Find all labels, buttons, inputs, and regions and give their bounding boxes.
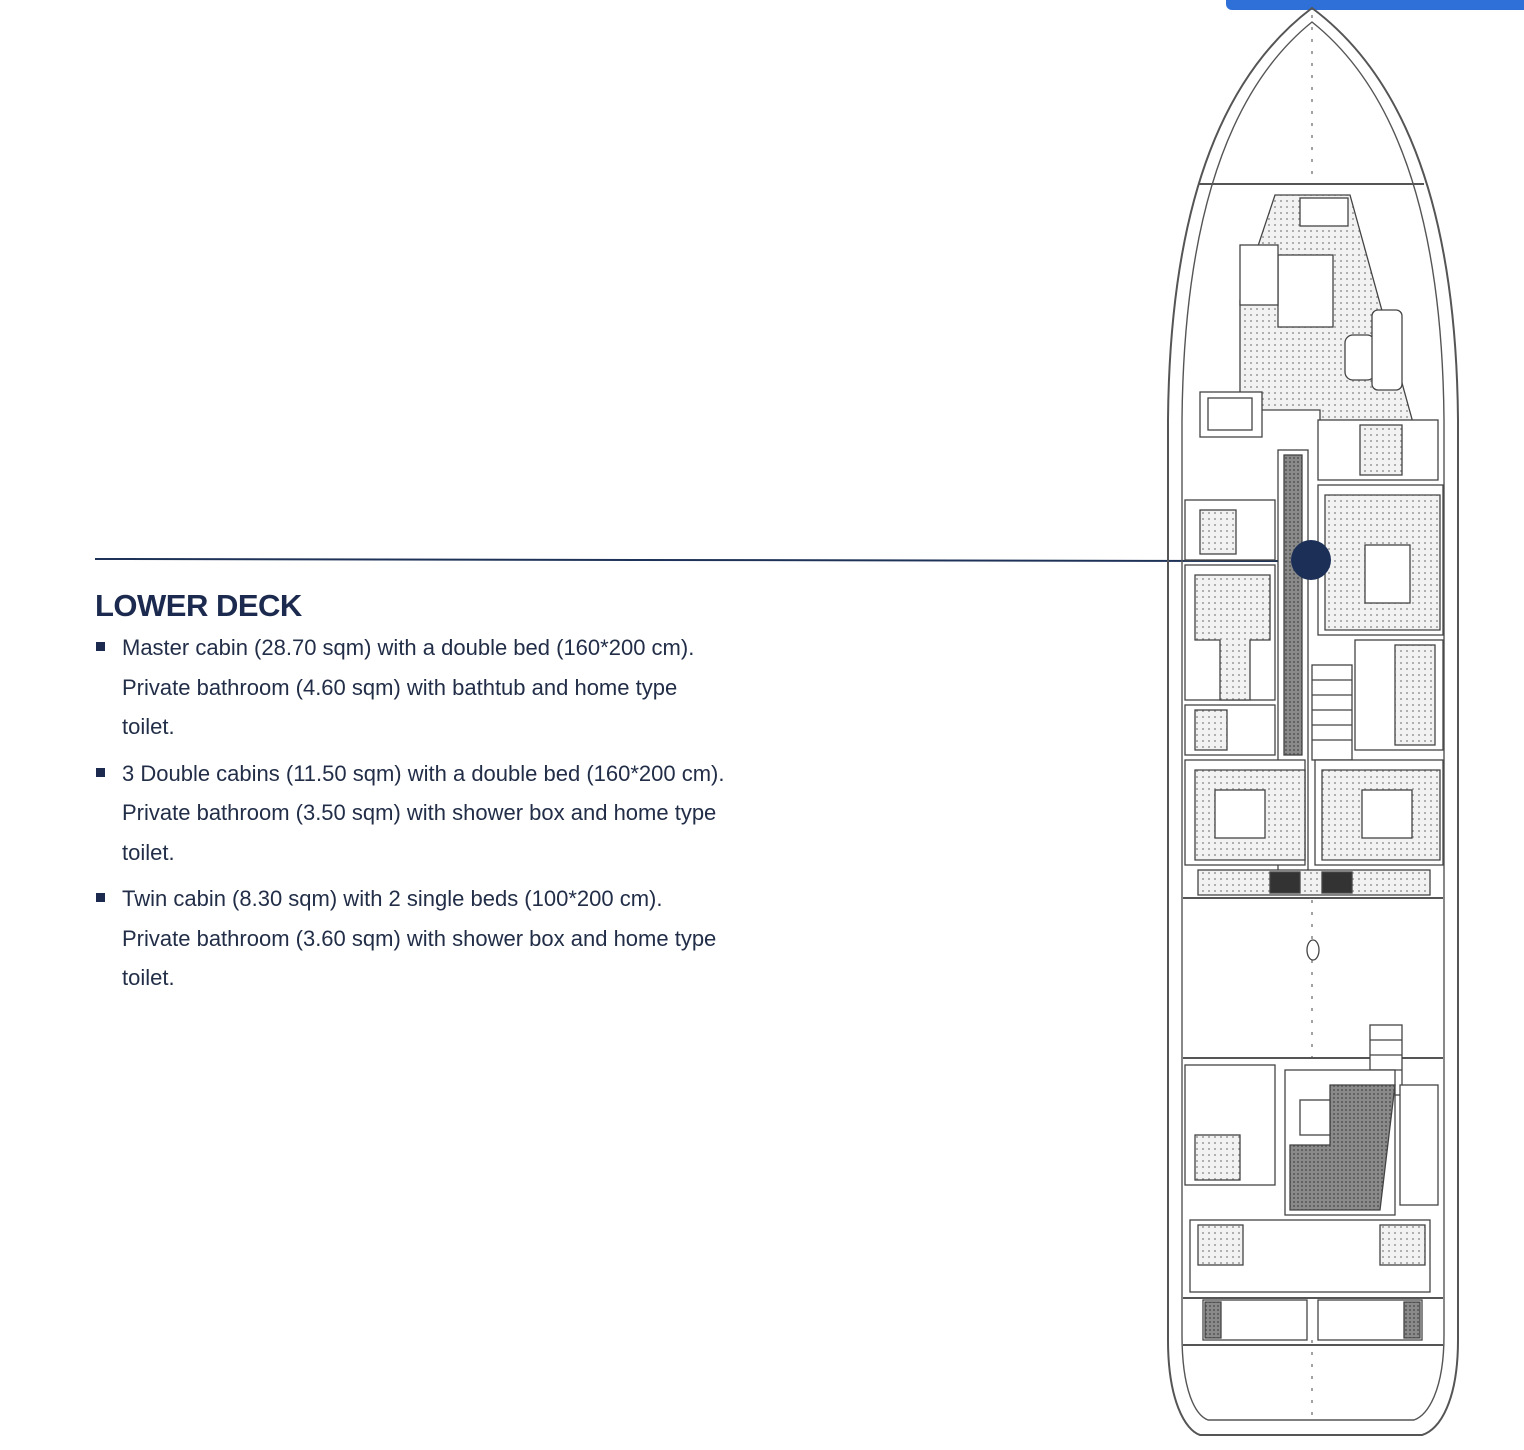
yacht-deck-plan bbox=[1167, 6, 1459, 1436]
aft-lazarette bbox=[1202, 1299, 1423, 1341]
list-item-text: 3 Double cabins (11.50 sqm) with a doubl… bbox=[122, 760, 725, 865]
list-item: Master cabin (28.70 sqm) with a double b… bbox=[95, 628, 735, 747]
starboard-cabins bbox=[1314, 419, 1444, 866]
aft-lockers bbox=[1197, 869, 1431, 961]
deck-bulkheads bbox=[1183, 183, 1443, 1346]
aft-crew-area bbox=[1184, 1024, 1439, 1293]
list-item: Twin cabin (8.30 sqm) with 2 single beds… bbox=[95, 879, 735, 998]
deck-info-panel: LOWER DECK Master cabin (28.70 sqm) with… bbox=[95, 588, 735, 1005]
deck-title: LOWER DECK bbox=[95, 588, 302, 623]
list-item: 3 Double cabins (11.50 sqm) with a doubl… bbox=[95, 754, 735, 873]
square-bullet-icon bbox=[96, 642, 105, 651]
forward-master-cabin bbox=[1199, 194, 1416, 438]
square-bullet-icon bbox=[96, 893, 105, 902]
square-bullet-icon bbox=[96, 767, 105, 777]
top-edge-bar bbox=[1226, 0, 1524, 10]
location-dot-icon[interactable] bbox=[1291, 540, 1331, 580]
list-item-text: Twin cabin (8.30 sqm) with 2 single beds… bbox=[122, 886, 717, 990]
list-item-text: Master cabin (28.70 sqm) with a double b… bbox=[122, 635, 695, 739]
deck-features-list: Master cabin (28.70 sqm) with a double b… bbox=[95, 628, 735, 998]
hull-outline bbox=[1167, 6, 1459, 1436]
deck-pointer-line bbox=[94, 558, 1310, 563]
port-cabins bbox=[1184, 499, 1306, 866]
